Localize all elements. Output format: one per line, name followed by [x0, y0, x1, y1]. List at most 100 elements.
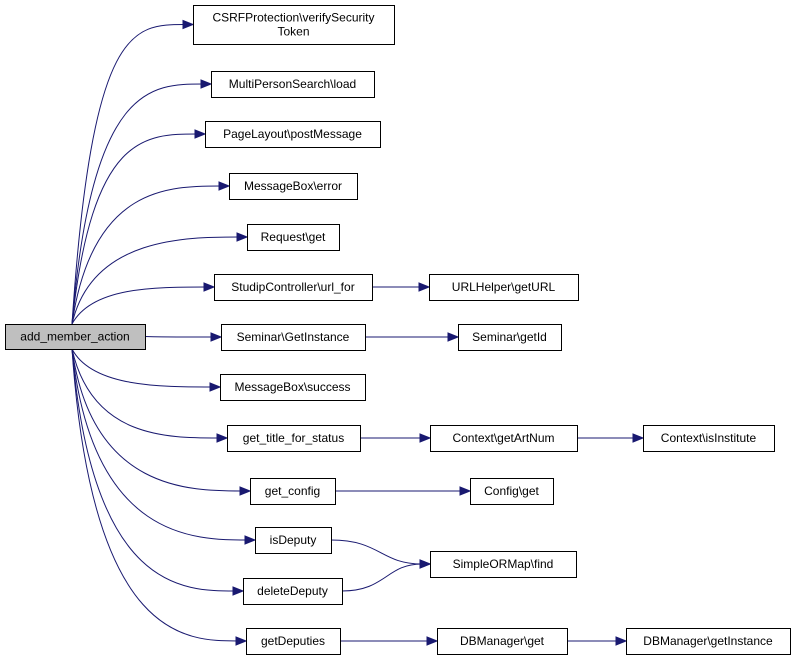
node-label: Seminar\GetInstance: [237, 330, 350, 344]
node-label: DBManager\getInstance: [643, 634, 773, 648]
call-edge-arrowhead: [244, 535, 257, 545]
graph-node-dbm_get[interactable]: DBManager\get: [437, 628, 568, 655]
node-box: [193, 5, 395, 45]
node-label: StudipController\url_for: [231, 280, 354, 294]
call-edge-arrowhead: [236, 232, 249, 242]
node-label: CSRFProtection\verifySecurity: [212, 11, 374, 25]
call-edge-add_member_action-to-get_title_for_status: [71, 348, 220, 439]
node-label: Token: [277, 25, 309, 39]
node-box: [250, 478, 336, 505]
graph-node-seminar_getInstance[interactable]: Seminar\GetInstance: [221, 324, 366, 351]
call-edge-add_member_action-to-getDeputies: [71, 348, 239, 642]
call-edge-arrowhead: [182, 19, 195, 30]
node-box: [221, 324, 366, 351]
call-edge-add_member_action-to-deleteDeputy: [71, 348, 236, 592]
node-label: add_member_action: [20, 330, 129, 344]
graph-node-isDeputy[interactable]: isDeputy: [255, 527, 332, 554]
call-edge-arrowhead: [426, 636, 439, 646]
node-label: DBManager\get: [460, 634, 545, 648]
node-label: PageLayout\postMessage: [223, 127, 362, 141]
call-graph-nodes: add_member_action CSRFProtection\verifySe…: [5, 5, 791, 655]
node-label: URLHelper\getURL: [452, 280, 556, 294]
graph-node-deleteDeputy[interactable]: deleteDeputy: [243, 578, 343, 605]
node-box: [470, 478, 554, 505]
call-edge-arrowhead: [200, 79, 213, 89]
graph-node-config_get[interactable]: Config\get: [470, 478, 554, 505]
node-box: [430, 551, 577, 578]
graph-node-mps_load[interactable]: MultiPersonSearch\load: [211, 71, 375, 98]
call-edge-arrowhead: [447, 332, 460, 342]
node-box: [205, 121, 381, 148]
graph-node-sorm_find[interactable]: SimpleORMap\find: [430, 551, 577, 578]
node-box: [643, 425, 775, 452]
graph-node-getDeputies[interactable]: getDeputies: [246, 628, 341, 655]
call-edge-arrowhead: [216, 433, 229, 443]
call-edge-isDeputy-to-sorm_find: [330, 539, 423, 565]
node-box: [626, 628, 791, 655]
node-box: [214, 274, 373, 301]
node-label: MessageBox\success: [234, 380, 350, 394]
call-edge-deleteDeputy-to-sorm_find: [341, 563, 423, 592]
node-box: [211, 71, 375, 98]
node-box: [430, 425, 578, 452]
graph-node-postMessage[interactable]: PageLayout\postMessage: [205, 121, 381, 148]
graph-node-mb_error[interactable]: MessageBox\error: [229, 173, 358, 200]
node-label: getDeputies: [261, 634, 325, 648]
node-box: [227, 425, 361, 452]
graph-node-url_for[interactable]: StudipController\url_for: [214, 274, 373, 301]
node-label: Config\get: [484, 484, 539, 498]
call-graph-edges: [71, 19, 645, 646]
graph-node-get_config[interactable]: get_config: [250, 478, 336, 505]
node-label: get_title_for_status: [243, 431, 344, 445]
node-label: Context\isInstitute: [661, 431, 757, 445]
node-label: deleteDeputy: [257, 584, 328, 598]
node-label: Seminar\getId: [472, 330, 547, 344]
graph-node-request_get[interactable]: Request\get: [247, 224, 340, 251]
graph-node-seminar_getId[interactable]: Seminar\getId: [458, 324, 562, 351]
call-edge-arrowhead: [459, 486, 472, 496]
call-edge-arrowhead: [632, 433, 645, 443]
call-edge-arrowhead: [209, 382, 222, 392]
call-edge-arrowhead: [419, 433, 432, 443]
call-edge-arrowhead: [239, 486, 252, 496]
node-label: SimpleORMap\find: [453, 557, 554, 571]
call-edge-add_member_action-to-get_config: [71, 348, 243, 492]
node-box: [246, 628, 341, 655]
call-edge-add_member_action-to-seminar_getInstance: [144, 336, 214, 338]
call-edge-add_member_action-to-mps_load: [71, 83, 204, 325]
call-edge-arrowhead: [194, 129, 207, 139]
call-edge-arrowhead: [615, 636, 628, 646]
graph-node-add_member_action: add_member_action: [5, 324, 146, 350]
node-box: [458, 324, 562, 351]
call-edge-add_member_action-to-verifySecurityToken: [71, 24, 186, 325]
call-edge-add_member_action-to-postMessage: [71, 133, 198, 325]
node-label: MessageBox\error: [244, 179, 342, 193]
node-label: Request\get: [261, 230, 326, 244]
graph-node-mb_success[interactable]: MessageBox\success: [220, 374, 366, 401]
call-edge-arrowhead: [235, 636, 248, 646]
node-box: [5, 324, 146, 350]
node-box: [247, 224, 340, 251]
node-box: [437, 628, 568, 655]
call-edge-arrowhead: [419, 559, 432, 569]
graph-node-dbm_getInstance[interactable]: DBManager\getInstance: [626, 628, 791, 655]
node-label: Context\getArtNum: [452, 431, 554, 445]
graph-node-getURL[interactable]: URLHelper\getURL: [429, 274, 579, 301]
node-label: MultiPersonSearch\load: [229, 77, 356, 91]
call-edge-arrowhead: [418, 282, 431, 292]
node-box: [220, 374, 366, 401]
graph-node-getArtNum[interactable]: Context\getArtNum: [430, 425, 578, 452]
graph-node-isInstitute[interactable]: Context\isInstitute: [643, 425, 775, 452]
graph-node-get_title_for_status[interactable]: get_title_for_status: [227, 425, 361, 452]
call-edge-arrowhead: [210, 332, 223, 342]
call-edge-add_member_action-to-mb_success: [71, 348, 213, 388]
node-box: [243, 578, 343, 605]
call-edge-add_member_action-to-isDeputy: [71, 348, 248, 541]
node-box: [229, 173, 358, 200]
call-edge-add_member_action-to-url_for: [71, 286, 207, 325]
call-edge-add_member_action-to-request_get: [71, 236, 240, 325]
node-label: get_config: [265, 484, 320, 498]
call-edge-arrowhead: [218, 181, 231, 191]
